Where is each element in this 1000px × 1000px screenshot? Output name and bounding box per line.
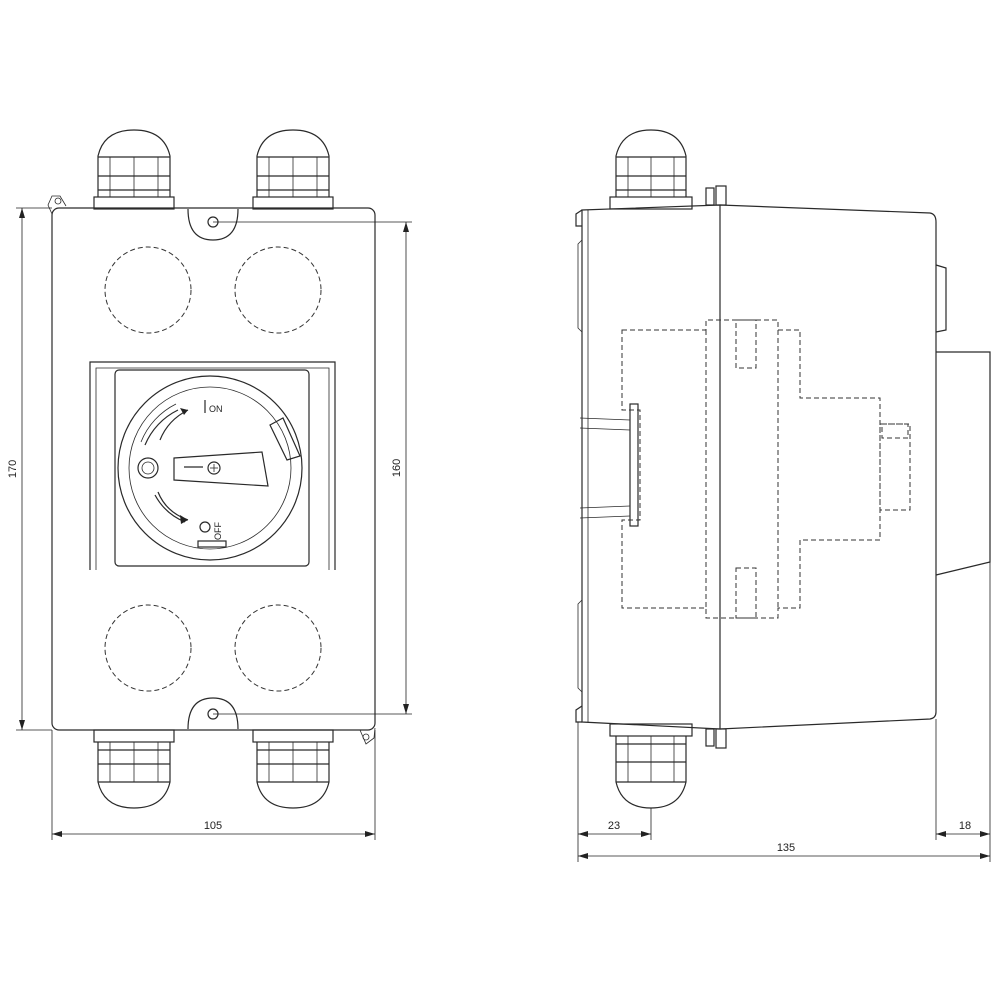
rotate-on-arrow-icon — [159, 408, 189, 441]
padlock-ring — [137, 457, 159, 479]
dimension-overall-height: 170 — [7, 207, 52, 731]
mounting-hole-bottom — [187, 697, 239, 730]
mounting-hole-top — [187, 208, 239, 241]
knockout-top-left — [104, 246, 192, 334]
enclosure-outline — [51, 207, 376, 731]
top-cable-gland-left — [93, 129, 175, 210]
side-enclosure-outline — [581, 204, 937, 730]
svg-text:170: 170 — [7, 460, 19, 478]
rotary-handle — [173, 451, 269, 487]
knockout-top-right — [234, 246, 322, 334]
bottom-cable-gland-left — [93, 729, 175, 809]
front-view: ON OFF — [7, 129, 412, 840]
side-bottom-cable-gland — [609, 723, 693, 809]
svg-text:23: 23 — [608, 820, 620, 832]
dimension-width: 105 — [51, 730, 376, 840]
dimension-gland-offset: 23 — [577, 722, 652, 862]
svg-text:135: 135 — [777, 842, 795, 854]
svg-text:105: 105 — [204, 820, 222, 832]
off-label: OFF — [213, 522, 223, 540]
on-label: ON — [209, 404, 223, 414]
top-cable-gland-right — [252, 129, 334, 210]
knockout-bottom-right — [234, 604, 322, 692]
switch-face-plate — [114, 369, 310, 567]
side-top-cable-gland — [609, 129, 693, 210]
svg-text:160: 160 — [391, 459, 403, 477]
knockout-bottom-left — [104, 604, 192, 692]
dimension-depth: 135 — [578, 842, 990, 859]
rear-projection — [935, 351, 991, 576]
dimension-mounting-pitch: 160 — [213, 221, 412, 715]
off-indicator-circle — [199, 521, 211, 533]
svg-text:18: 18 — [959, 820, 971, 832]
hidden-switch-body — [621, 319, 911, 619]
side-handle-shaft — [579, 403, 639, 527]
dimension-rear-projection: 18 — [935, 562, 991, 862]
bottom-cable-gland-right — [252, 729, 334, 809]
rotary-dial-ring — [117, 375, 303, 561]
rotate-off-arrow-icon — [157, 491, 189, 524]
side-view: 23 18 135 — [575, 129, 991, 862]
